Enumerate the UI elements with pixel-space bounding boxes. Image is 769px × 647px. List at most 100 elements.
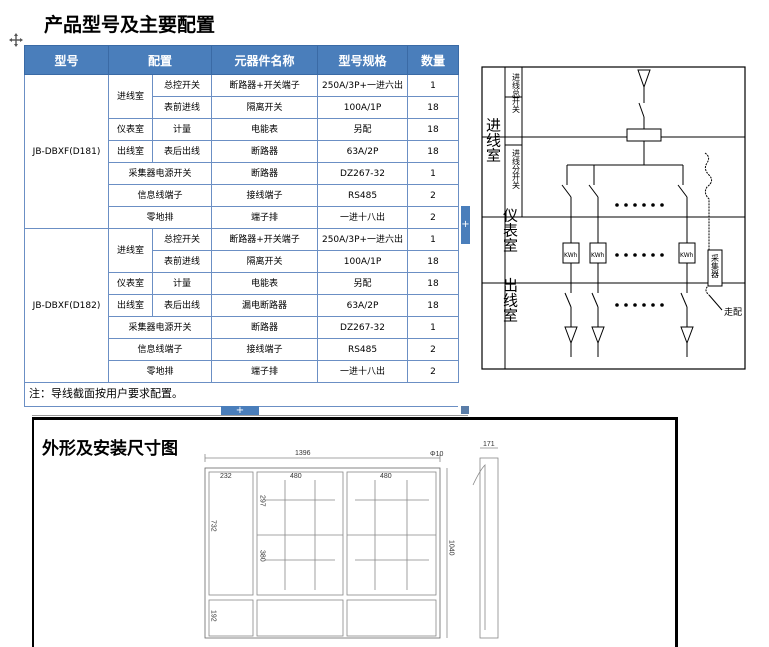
dim-depth: 171 — [483, 441, 495, 448]
header-qty: 数量 — [407, 45, 460, 75]
spec-cell: 63A/2P — [317, 140, 409, 163]
component-cell: 接线端子 — [211, 184, 319, 207]
component-cell: 断路器+开关端子 — [211, 74, 319, 97]
dim-bottom-height: 192 — [210, 610, 217, 622]
component-cell: 隔离开关 — [211, 250, 319, 273]
item-cell: 表后出线 — [151, 294, 213, 317]
ellipsis-dot — [651, 303, 655, 307]
ellipsis-dot — [642, 203, 646, 207]
ellipsis-dot — [615, 253, 619, 257]
dimension-drawing-frame — [32, 417, 678, 647]
ellipsis-dot — [651, 203, 655, 207]
component-cell: 漏电断路器 — [211, 294, 319, 317]
qty-cell: 18 — [407, 250, 460, 273]
spec-cell: 100A/1P — [317, 250, 409, 273]
room-label-outgoing: 出线室 — [501, 278, 519, 323]
room-label-incoming: 进线室 — [484, 118, 502, 163]
qty-cell: 1 — [407, 74, 460, 97]
room-cell: 出线室 — [108, 294, 153, 317]
table-note: 注：导线截面按用户要求配置。 — [24, 383, 458, 407]
component-cell: 断路器 — [211, 316, 319, 339]
item-cell: 表前进线 — [151, 250, 213, 273]
table-row: 采集器电源开关 断路器 DZ267-32 1 — [25, 162, 460, 185]
ellipsis-dot — [615, 203, 619, 207]
dim-upper-height: 297 — [259, 495, 266, 507]
spec-cell: 一进十八出 — [317, 360, 409, 383]
qty-cell: 1 — [407, 162, 460, 185]
dim-total-width: 1396 — [295, 450, 311, 457]
table-row: JB-DBXF(D181) 进线室 总控开关 断路器+开关端子 250A/3P+… — [24, 74, 460, 229]
room-cell: 仪表室 — [108, 272, 153, 295]
table-row: 出线室 表后出线 漏电断路器 63A/2P 18 — [25, 294, 460, 317]
item-cell: 总控开关 — [151, 74, 213, 97]
spec-cell: 另配 — [317, 118, 409, 141]
item-cell: 计量 — [151, 272, 213, 295]
component-cell: 接线端子 — [211, 338, 319, 361]
spec-cell: 一进十八出 — [317, 206, 409, 229]
ellipsis-dot — [633, 303, 637, 307]
item-cell: 表前进线 — [151, 96, 213, 119]
ellipsis-dot — [660, 303, 664, 307]
dim-total-height: 1040 — [448, 540, 455, 556]
room-cell: 进线室 — [108, 74, 153, 119]
header-model: 型号 — [24, 45, 109, 75]
item-cell: 表后出线 — [151, 140, 213, 163]
spec-cell: RS485 — [317, 338, 409, 361]
qty-cell: 2 — [407, 360, 460, 383]
component-cell: 电能表 — [211, 272, 319, 295]
dim-lower-height: 380 — [259, 550, 266, 562]
add-column-button[interactable]: + — [461, 206, 470, 244]
table-header-row: 型号 配置 元器件名称 型号规格 数量 — [24, 45, 460, 75]
qty-cell: 18 — [407, 118, 460, 141]
ellipsis-dot — [624, 303, 628, 307]
dim-col2-width: 480 — [380, 473, 392, 480]
resize-handle-icon[interactable] — [461, 406, 469, 414]
ellipsis-dot — [660, 203, 664, 207]
ellipsis-dot — [651, 253, 655, 257]
wiring-label: 走配 — [724, 307, 742, 318]
model-cell: JB-DBXF(D182) — [24, 228, 109, 383]
qty-cell: 18 — [407, 294, 460, 317]
qty-cell: 18 — [407, 96, 460, 119]
room-cell: 出线室 — [108, 140, 153, 163]
component-cell: 端子排 — [211, 206, 319, 229]
add-row-button[interactable]: + — [221, 406, 259, 416]
component-cell: 端子排 — [211, 360, 319, 383]
header-config: 配置 — [107, 45, 213, 75]
spec-cell: 63A/2P — [317, 294, 409, 317]
header-component: 元器件名称 — [211, 45, 319, 75]
section-title-dimensions: 外形及安装尺寸图 — [42, 439, 178, 459]
outgoing-antenna-icon — [564, 326, 578, 345]
divider — [32, 415, 468, 416]
ellipsis-dot — [633, 203, 637, 207]
component-cell: 断路器+开关端子 — [211, 228, 319, 251]
qty-cell: 2 — [407, 338, 460, 361]
move-handle-icon[interactable] — [8, 32, 24, 48]
room-cell: 零地排 — [107, 360, 213, 383]
table-row: 表前进线 隔离开关 100A/1P 18 — [25, 250, 460, 273]
component-cell: 断路器 — [211, 162, 319, 185]
component-cell: 断路器 — [211, 140, 319, 163]
spec-cell: DZ267-32 — [317, 316, 409, 339]
qty-cell: 18 — [407, 272, 460, 295]
model-cell: JB-DBXF(D181) — [24, 74, 109, 229]
qty-cell: 2 — [407, 184, 460, 207]
spec-cell: DZ267-32 — [317, 162, 409, 185]
spec-cell: 另配 — [317, 272, 409, 295]
ellipsis-dot — [624, 253, 628, 257]
header-spec: 型号规格 — [317, 45, 409, 75]
ellipsis-dot — [615, 303, 619, 307]
room-cell: 零地排 — [107, 206, 213, 229]
room-cell: 信息线端子 — [107, 338, 213, 361]
qty-cell: 2 — [407, 206, 460, 229]
side-label-branch-switch: 进线分开关 — [512, 149, 521, 190]
table-row: 零地排 端子排 一进十八出 2 — [25, 360, 460, 383]
spec-cell: 100A/1P — [317, 96, 409, 119]
meter-label: KWh — [680, 252, 694, 259]
room-cell: 进线室 — [108, 228, 153, 273]
room-label-meter: 仪表室 — [501, 208, 519, 253]
side-label-main-switch: 进线总开关 — [512, 73, 521, 114]
ellipsis-dot — [624, 203, 628, 207]
room-cell: 信息线端子 — [107, 184, 213, 207]
